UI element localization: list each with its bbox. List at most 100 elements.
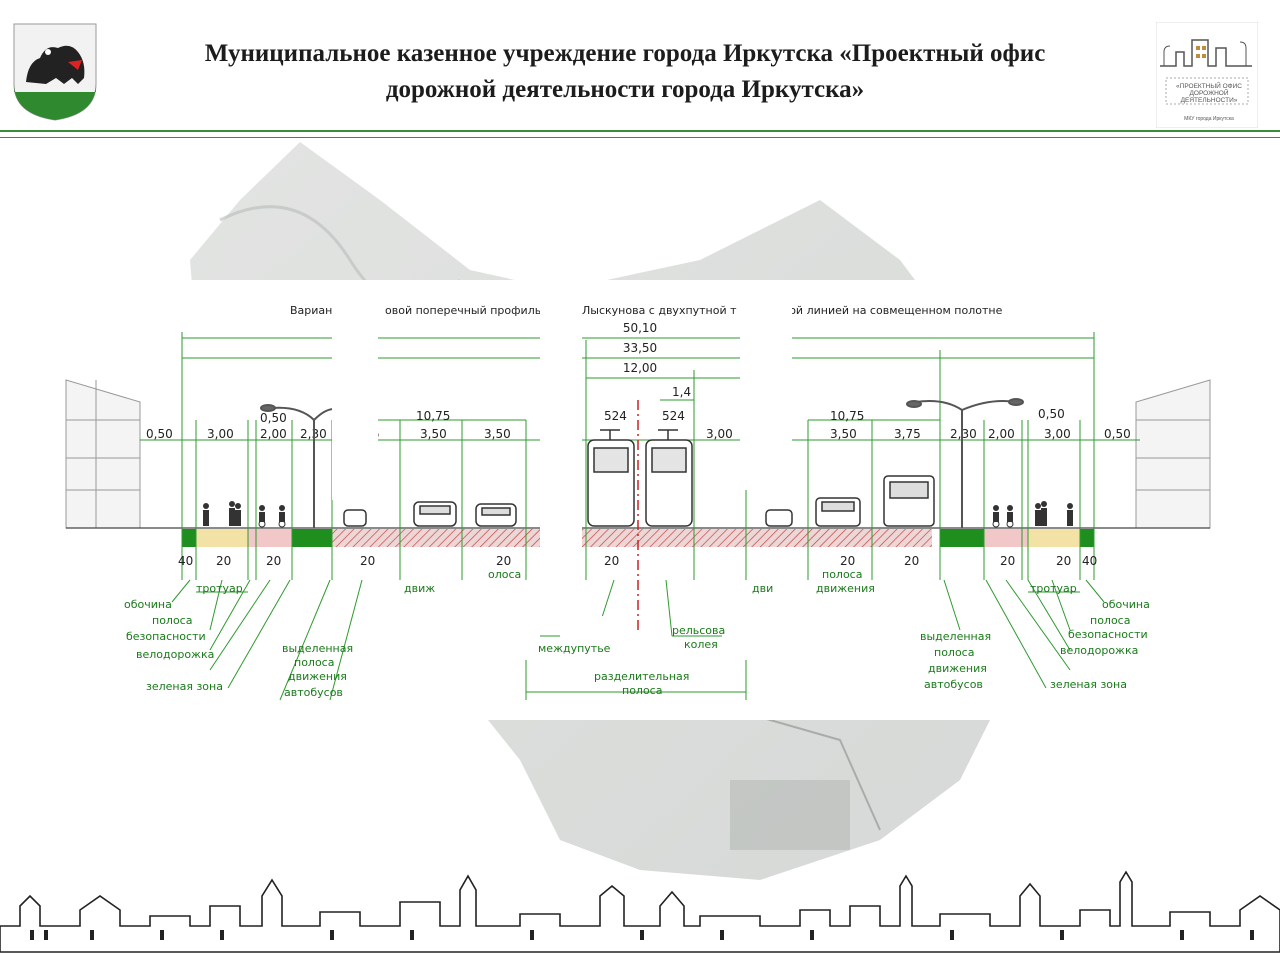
building-right xyxy=(1135,379,1211,529)
diagram-title-part-4: ной линией на совмещенном полотне xyxy=(782,304,1003,317)
label-left-frag-2: олоса xyxy=(488,568,521,581)
slope-right-4: 40 xyxy=(1082,554,1097,568)
car-icon-1 xyxy=(413,501,457,527)
obochina-block-right xyxy=(1080,529,1094,547)
label-right-polosa-dv-1: полоса xyxy=(822,568,862,581)
label-left-obochina: обочина xyxy=(124,598,172,611)
label-left-frag-1: движ xyxy=(404,582,435,595)
header: Муниципальное казенное учреждение города… xyxy=(0,0,1280,140)
dim-center-0: 1,4 xyxy=(672,385,691,399)
green-zone-block-right xyxy=(940,529,984,547)
building-left xyxy=(65,379,141,529)
label-right-zelenaya: зеленая зона xyxy=(1050,678,1127,691)
dim-right-0: 10,75 xyxy=(830,409,864,423)
label-razd-1: разделительная xyxy=(594,670,689,683)
dim-left-8: 3,50 xyxy=(484,427,511,441)
dim-total-1: 50,10 xyxy=(623,321,657,335)
sidewalk-block-left xyxy=(196,529,248,547)
label-razd-2: полоса xyxy=(622,684,662,697)
dim-center-1: 524 xyxy=(604,409,627,423)
green-zone-block-left xyxy=(292,529,332,547)
pedestrians-right-icon xyxy=(1035,501,1073,526)
dim-right-4: 2,00 xyxy=(988,427,1015,441)
label-left-bus-3: движения xyxy=(288,670,347,683)
label-right-polosa-1: полоса xyxy=(1090,614,1130,627)
label-right-velodorozhka: велодорожка xyxy=(1060,644,1138,657)
obochina-block-left xyxy=(182,529,196,547)
slope-right-1: 20 xyxy=(904,554,919,568)
dim-left-7: 3,50 xyxy=(420,427,447,441)
slope-center-0: 20 xyxy=(604,554,619,568)
logo-caption: «ПРОЕКТНЫЙ ОФИС ДОРОЖНОЙ ДЕЯТЕЛЬНОСТИ» xyxy=(1176,83,1242,104)
label-right-polosa-2: безопасности xyxy=(1068,628,1148,641)
label-right-bus-1: выделенная xyxy=(920,630,991,643)
dim-right-5: 0,50 xyxy=(1038,407,1065,421)
carriageway-block xyxy=(332,529,932,547)
slope-left-0: 40 xyxy=(178,554,193,568)
car-icon-left-partial xyxy=(343,509,367,527)
slope-labels: 40 20 20 20 20 20 20 20 20 20 40 xyxy=(178,554,1097,568)
label-rels-1: рельсова xyxy=(672,624,725,637)
header-divider-top xyxy=(0,130,1280,132)
city-skyline-decoration xyxy=(0,870,1280,953)
slope-right-2: 20 xyxy=(1000,554,1015,568)
cyclists-left-icon xyxy=(258,505,286,528)
dim-right-7: 0,50 xyxy=(1104,427,1131,441)
dim-left-3: 2,00 xyxy=(260,427,287,441)
sidewalk-block-right xyxy=(1028,529,1080,547)
dim-right-2: 3,75 xyxy=(894,427,921,441)
slope-left-2: 20 xyxy=(266,554,281,568)
label-left-velodorozhka: велодорожка xyxy=(136,648,214,661)
slope-left-4: 20 xyxy=(496,554,511,568)
label-left-polosa-1: полоса xyxy=(152,614,192,627)
slope-right-3: 20 xyxy=(1056,554,1071,568)
pedestrians-left-icon xyxy=(203,501,241,526)
dim-left-2: 0,50 xyxy=(260,411,287,425)
dim-right-3: 2,30 xyxy=(950,427,977,441)
label-right-trotuar: тротуар xyxy=(1030,582,1077,595)
label-rels-2: колея xyxy=(684,638,718,651)
label-left-bus-2: полоса xyxy=(294,656,334,669)
slope-left-3: 20 xyxy=(360,554,375,568)
bus-icon xyxy=(883,475,935,527)
tram-right-icon xyxy=(645,429,693,527)
leader-lines-right xyxy=(943,579,1105,689)
dim-right-1: 3,50 xyxy=(830,427,857,441)
label-right-frag-1: дви xyxy=(752,582,773,595)
cyclists-right-icon xyxy=(992,505,1014,528)
car-icon-3 xyxy=(765,509,793,527)
logo-subcaption: МКУ города Иркутска xyxy=(1184,116,1234,122)
label-left-polosa-2: безопасности xyxy=(126,630,206,643)
street-lamp-right-icon xyxy=(906,398,1024,528)
bikeway-block-left xyxy=(248,529,292,547)
tram-left-icon xyxy=(587,429,635,527)
dim-center-2: 524 xyxy=(662,409,685,423)
header-title-line-2: дорожной деятельности города Иркутска» xyxy=(385,76,865,103)
label-right-bus-3: движения xyxy=(928,662,987,675)
dim-right-6: 3,00 xyxy=(1044,427,1071,441)
diagram-title-part-3: Лыскунова с двухпутной т xyxy=(582,304,737,317)
bikeway-block-right xyxy=(984,529,1028,547)
project-office-logo-icon xyxy=(1156,22,1258,128)
road-cross-section-diagram: Вариант овой поперечный профиль Лыскунов… xyxy=(60,280,1220,720)
dim-total-2: 33,50 xyxy=(623,341,657,355)
label-left-bus-1: выделенная xyxy=(282,642,353,655)
overlay-patches xyxy=(332,300,792,638)
dim-left-6: 10,75 xyxy=(416,409,450,423)
leader-lines-left xyxy=(171,579,363,701)
diagram-title-part-1: Вариант xyxy=(290,304,339,317)
header-divider-bottom xyxy=(0,137,1280,138)
dim-left-1: 3,00 xyxy=(207,427,234,441)
label-right-bus-2: полоса xyxy=(934,646,974,659)
dim-total-3: 12,00 xyxy=(623,361,657,375)
label-mezhdupute: междупутье xyxy=(538,642,611,655)
header-title-line-1: Муниципальное казенное учреждение города… xyxy=(204,40,1046,67)
label-left-zelenaya: зеленая зона xyxy=(146,680,223,693)
diagram-title-part-2: овой поперечный профиль xyxy=(385,304,541,317)
label-right-polosa-dv-2: движения xyxy=(816,582,875,595)
dim-left-0: 0,50 xyxy=(146,427,173,441)
irkutsk-coat-of-arms-icon xyxy=(13,23,97,121)
slope-left-1: 20 xyxy=(216,554,231,568)
dim-center-3: 3,00 xyxy=(706,427,733,441)
slope-right-0: 20 xyxy=(840,554,855,568)
